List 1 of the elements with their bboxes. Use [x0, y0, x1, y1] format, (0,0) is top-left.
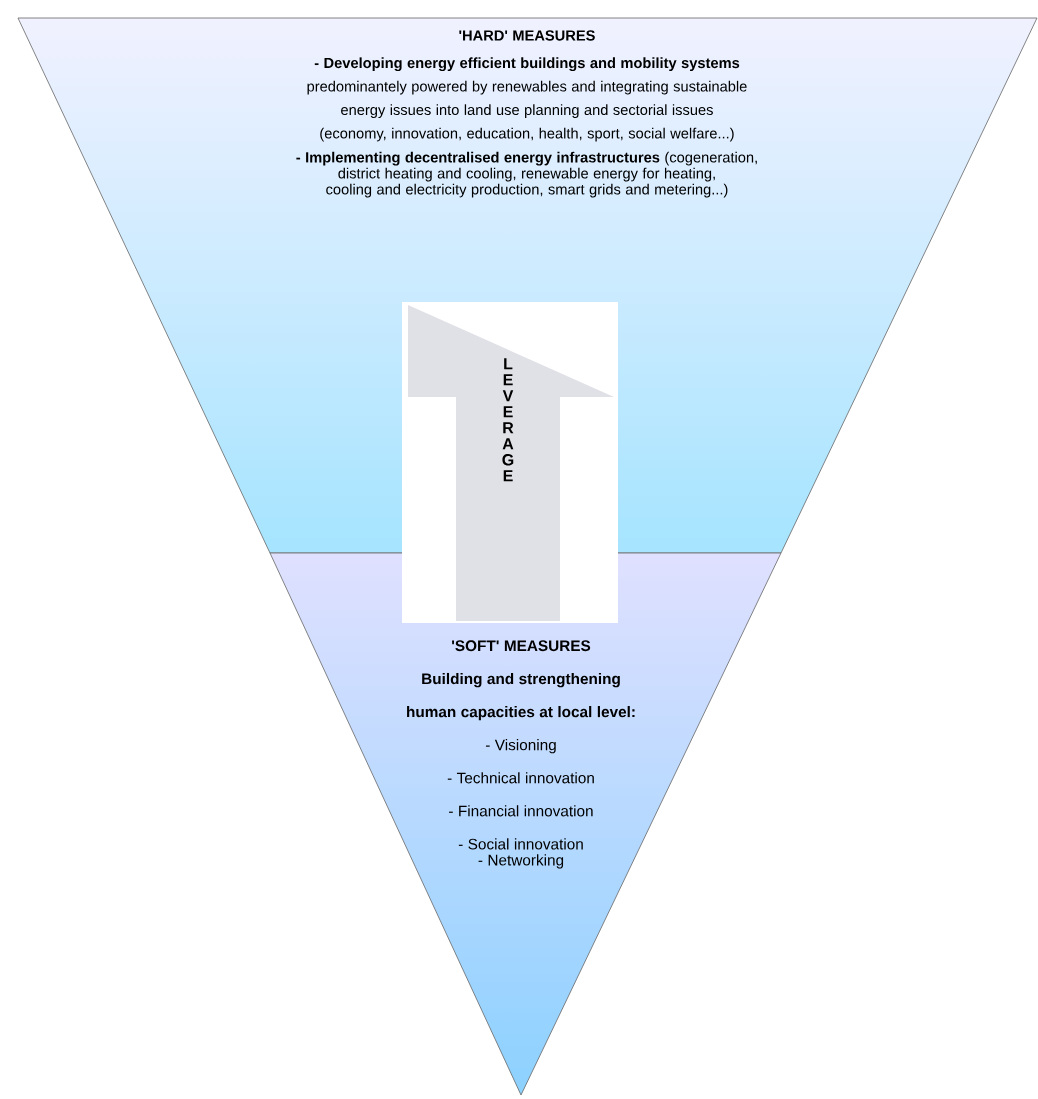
- soft-measures-triangle: 'SOFT' MEASURES Building and strengthening human capacities at local level: - Visioning - Technical innovation - Financial innovation - Social innovation - Networking: [269, 552, 782, 1096]
